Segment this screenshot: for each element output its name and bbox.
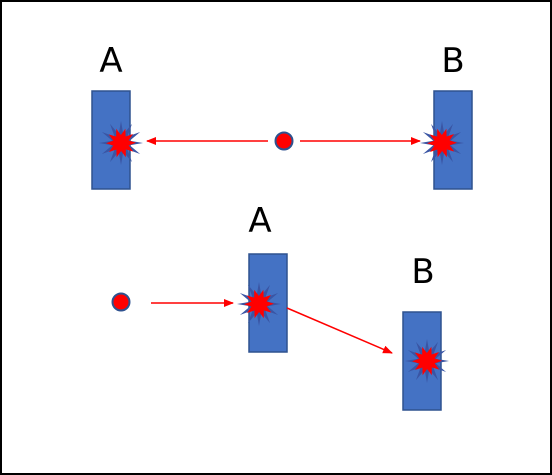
burst-inner-star [106,128,136,158]
label-top-b: B [441,41,464,81]
label-bottom-a: A [248,201,271,241]
impact-burst-top-b [420,121,464,165]
burst-inner-star [412,346,442,376]
label-top-a: A [99,41,122,81]
arrow-bottom-a-to-b [286,307,393,354]
particle-bottom [111,292,131,312]
particle-top [274,131,294,151]
impact-burst-bottom-a [237,282,281,326]
impact-burst-top-a [99,121,143,165]
burst-inner-star [244,289,274,319]
impact-burst-bottom-b [405,339,449,383]
burst-inner-star [427,128,457,158]
label-bottom-b: B [411,252,434,292]
